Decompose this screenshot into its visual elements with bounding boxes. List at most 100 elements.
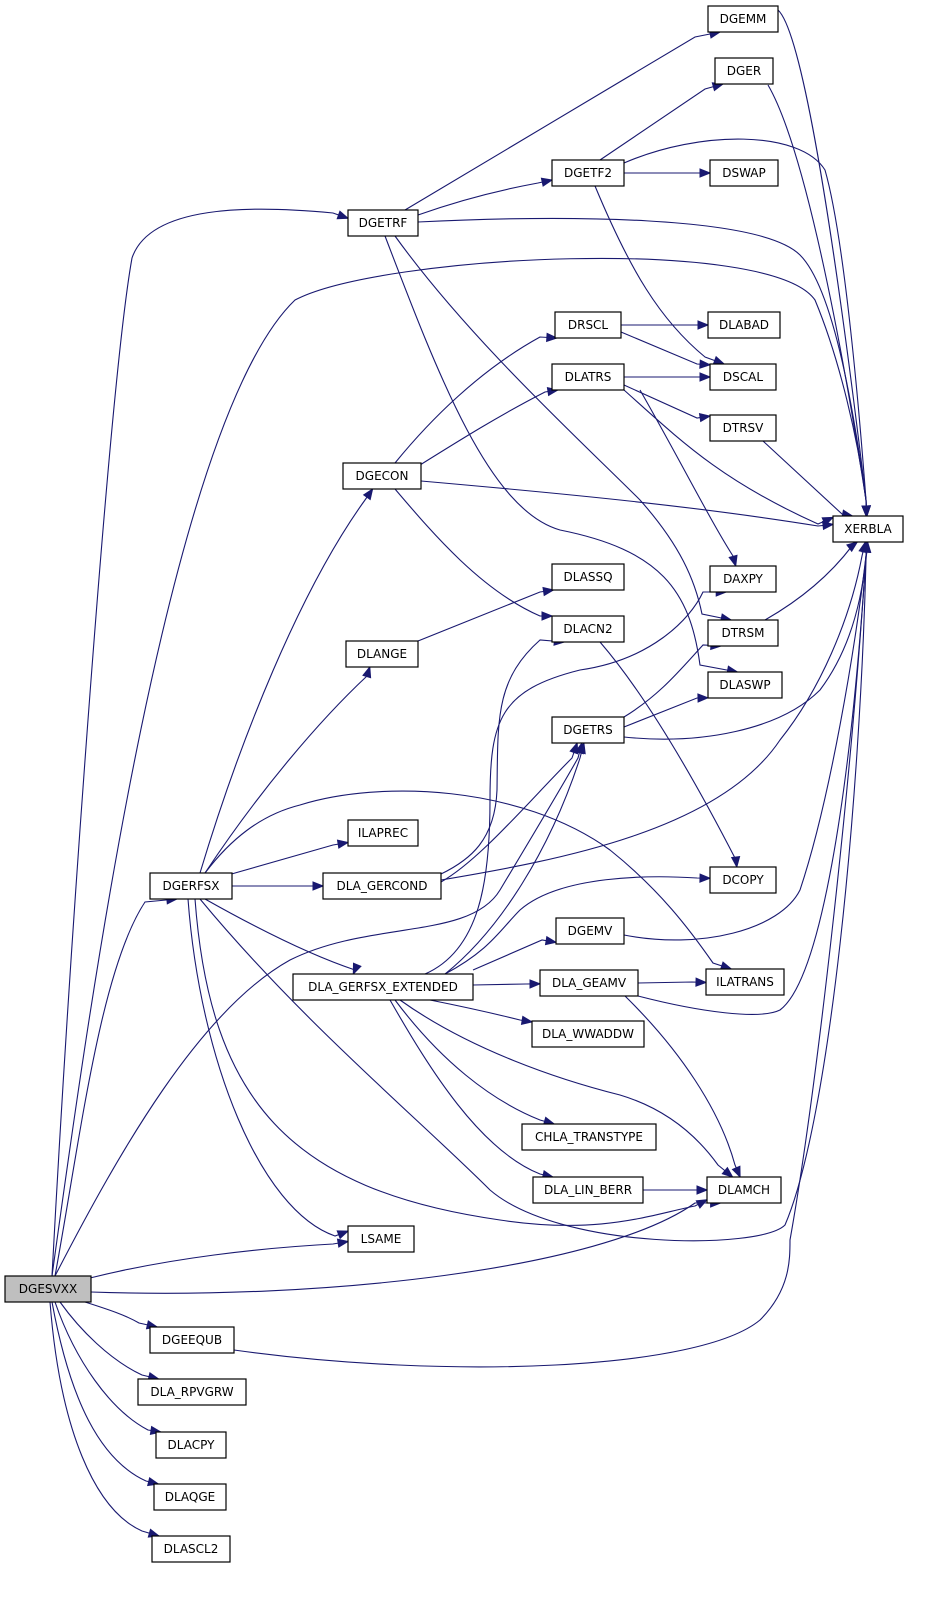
node-ilaprec-label: ILAPREC (358, 826, 408, 840)
edge-dgesvxx-to-dlacpy (54, 1301, 163, 1436)
edge-dla-gercond-to-xerbla-line (440, 541, 866, 881)
edge-dtrsv-to-xerbla-line (762, 440, 853, 517)
edge-dla-gerfsx-extended-to-dla-lin-berr (389, 999, 555, 1180)
node-dlascl2[interactable]: DLASCL2 (151, 1535, 231, 1563)
edge-dgetrf-to-dtrsm-line (394, 235, 732, 621)
edge-dgerfsx-to-ilaprec (227, 839, 350, 876)
node-ilatrans[interactable]: ILATRANS (705, 968, 785, 996)
node-dgecon[interactable]: DGECON (342, 462, 422, 490)
node-dlassq[interactable]: DLASSQ (551, 563, 625, 591)
edge-dgetf2-to-dswap (624, 168, 712, 178)
node-dscal-box (709, 363, 777, 391)
edge-dtrsv-to-xerbla (762, 440, 854, 519)
edge-drscl-to-dscal-arrowhead (699, 359, 712, 369)
node-dtrsv[interactable]: DTRSV (709, 414, 777, 442)
edge-dgeequb-to-xerbla-line (233, 541, 868, 1368)
node-ilatrans-label: ILATRANS (716, 975, 774, 989)
edge-dgetrs-to-dlaswp-arrowhead (697, 693, 710, 703)
node-dgesvxx-box (4, 1275, 92, 1303)
edge-dgetrf-to-xerbla-line (417, 217, 867, 517)
node-dgesvxx[interactable]: DGESVXX (4, 1275, 92, 1303)
node-xerbla[interactable]: XERBLA (832, 515, 904, 543)
edge-dger-to-xerbla-line (767, 84, 867, 517)
node-drscl-box (554, 311, 622, 339)
edge-dla-geamv-to-dlamch-line (624, 995, 741, 1178)
node-dla-gerfsx-extended[interactable]: DLA_GERFSX_EXTENDED (292, 973, 474, 1001)
node-dgemv[interactable]: DGEMV (555, 917, 625, 945)
edge-dlatrs-to-dtrsv-arrowhead (698, 412, 712, 423)
node-lsame[interactable]: LSAME (347, 1225, 415, 1253)
edge-dgerfsx-to-dlamch-line (194, 898, 708, 1226)
node-drscl[interactable]: DRSCL (554, 311, 622, 339)
node-dswap-label: DSWAP (722, 166, 766, 180)
edge-dgerfsx-to-ilatrans (204, 790, 733, 971)
node-dlassq-box (551, 563, 625, 591)
edge-dla-gercond-to-dgetrs-line (440, 742, 578, 883)
node-dla-geamv-box (539, 969, 639, 997)
node-dlabad[interactable]: DLABAD (707, 311, 781, 339)
edge-dgesvxx-to-dlacpy-line (54, 1301, 161, 1433)
node-dla-geamv-label: DLA_GEAMV (552, 976, 627, 990)
edge-dgecon-to-xerbla (420, 480, 835, 531)
edge-dla-gerfsx-extended-to-daxpy-line (424, 591, 727, 975)
node-dlaqge-label: DLAQGE (165, 1490, 216, 1504)
edge-dgesvxx-to-dgerfsx (54, 895, 179, 1277)
node-dlamch[interactable]: DLAMCH (706, 1176, 782, 1204)
node-dgetrs[interactable]: DGETRS (551, 716, 625, 744)
node-dgetf2[interactable]: DGETF2 (551, 159, 625, 187)
node-dlange[interactable]: DLANGE (345, 640, 419, 668)
node-dtrsm-box (707, 619, 779, 647)
node-dla-lin-berr[interactable]: DLA_LIN_BERR (532, 1176, 644, 1204)
node-dlacpy-label: DLACPY (168, 1438, 216, 1452)
node-dgetrs-label: DGETRS (563, 723, 612, 737)
node-ilaprec-box (347, 819, 419, 847)
edge-dlatrs-to-daxpy (639, 389, 738, 568)
node-dgemm[interactable]: DGEMM (707, 5, 779, 33)
node-dlacpy[interactable]: DLACPY (155, 1431, 227, 1459)
node-dgerfsx-box (149, 872, 233, 900)
node-dlaswp-box (707, 671, 783, 699)
edge-dgesvxx-to-dgerfsx-line (54, 898, 177, 1277)
node-dgemv-label: DGEMV (568, 924, 613, 938)
node-dlaqge[interactable]: DLAQGE (153, 1483, 227, 1511)
node-dtrsm[interactable]: DTRSM (707, 619, 779, 647)
function-nodes: DGESVXX DGETRF XERBLA DGERFSX LSAME DLAMCH DGE… (4, 5, 904, 1563)
node-dla-wwaddw[interactable]: DLA_WWADDW (531, 1020, 645, 1048)
edge-dla-gerfsx-extended-to-dgetrs-line (444, 742, 585, 975)
edge-dla-lin-berr-to-dlamch-arrowhead (696, 1185, 709, 1195)
node-daxpy[interactable]: DAXPY (709, 565, 777, 593)
node-dlamch-box (706, 1176, 782, 1204)
edge-dlacn2-to-dcopy-line (599, 641, 738, 868)
node-dlange-box (345, 640, 419, 668)
node-dcopy[interactable]: DCOPY (709, 866, 777, 894)
node-dlacn2[interactable]: DLACN2 (551, 615, 625, 643)
node-dscal[interactable]: DSCAL (709, 363, 777, 391)
node-dla-rpvgrw[interactable]: DLA_RPVGRW (137, 1378, 247, 1406)
edge-dgecon-to-xerbla-line (420, 480, 834, 527)
node-dgecon-box (342, 462, 422, 490)
edge-dla-geamv-to-dlamch-arrowhead (731, 1165, 741, 1179)
edge-dgetrf-to-dgetf2-line (417, 179, 553, 216)
node-dswap[interactable]: DSWAP (709, 159, 779, 187)
node-dgetrs-box (551, 716, 625, 744)
node-dgetrf[interactable]: DGETRF (347, 209, 419, 237)
edge-dgerfsx-to-lsame (187, 898, 350, 1240)
edge-dgeequb-to-xerbla-arrowhead (861, 540, 871, 553)
node-xerbla-box (832, 515, 904, 543)
node-dgeequb[interactable]: DGEEQUB (149, 1326, 235, 1354)
edge-dla-gerfsx-extended-to-dlamch (399, 999, 734, 1178)
node-dlatrs[interactable]: DLATRS (551, 363, 625, 391)
node-dla-rpvgrw-label: DLA_RPVGRW (150, 1385, 233, 1399)
edge-dgerfsx-to-dlange (204, 665, 372, 874)
node-dla-geamv[interactable]: DLA_GEAMV (539, 969, 639, 997)
edge-dgerfsx-to-dgecon (199, 487, 374, 874)
node-dlaswp[interactable]: DLASWP (707, 671, 783, 699)
node-chla-transtype[interactable]: CHLA_TRANSTYPE (521, 1123, 657, 1151)
node-dger-box (714, 57, 774, 85)
node-ilaprec[interactable]: ILAPREC (347, 819, 419, 847)
node-dgerfsx[interactable]: DGERFSX (149, 872, 233, 900)
node-lsame-box (347, 1225, 415, 1253)
node-dger[interactable]: DGER (714, 57, 774, 85)
node-dlamch-label: DLAMCH (718, 1183, 770, 1197)
node-dla-gercond[interactable]: DLA_GERCOND (322, 872, 442, 900)
